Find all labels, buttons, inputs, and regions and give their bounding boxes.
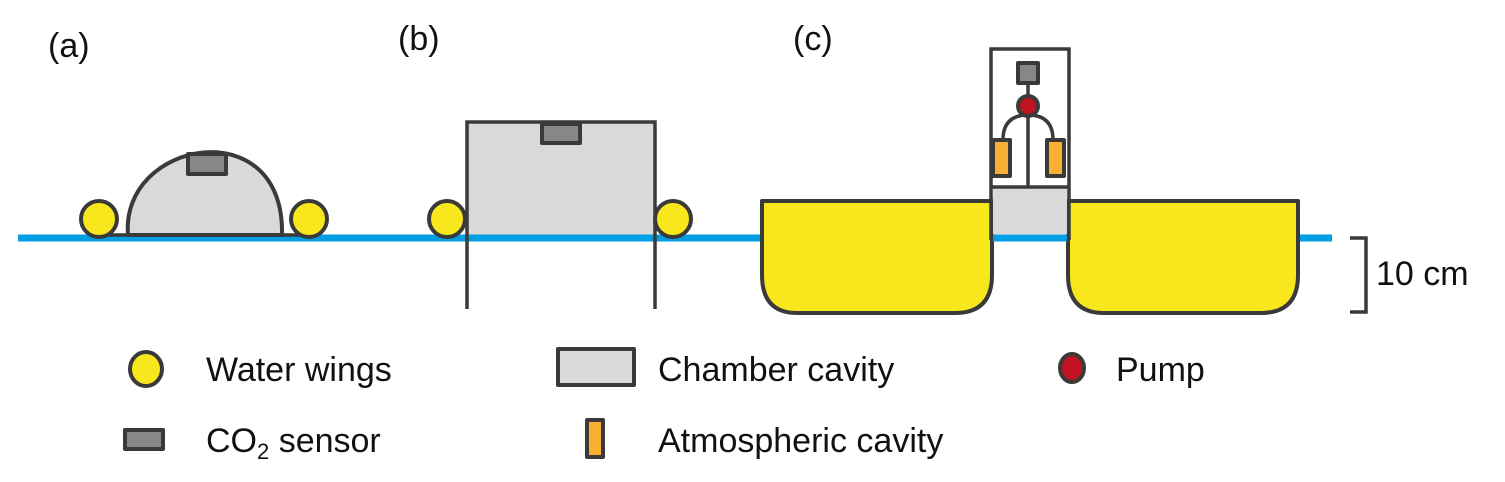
legend: Water wings Chamber cavity Pump CO2 sens…	[123, 347, 1205, 464]
co2-sensor-b	[540, 122, 582, 145]
atmospheric-cavity-left	[991, 138, 1012, 178]
co2-sensor-swatch-icon	[123, 428, 165, 451]
legend-label-chamber-cavity: Chamber cavity	[658, 351, 894, 389]
water-wing-right-a	[289, 199, 329, 239]
scale-bracket	[1350, 236, 1368, 314]
legend-item-chamber-cavity: Chamber cavity	[556, 347, 894, 389]
legend-item-pump: Pump	[1058, 351, 1205, 389]
panel-label-a: (a)	[48, 27, 90, 65]
panel-b-box-chamber	[427, 120, 693, 309]
pump-swatch-icon	[1058, 352, 1086, 384]
scale-label: 10 cm	[1376, 255, 1469, 293]
pump-c	[1016, 94, 1040, 118]
legend-label-pump: Pump	[1116, 351, 1205, 389]
legend-item-co2-sensor: CO2 sensor	[123, 422, 381, 464]
panel-a-dome-chamber	[79, 150, 329, 239]
water-wings-swatch-icon	[128, 350, 164, 388]
legend-item-atmospheric-cavity: Atmospheric cavity	[585, 418, 943, 460]
panel-label-b: (b)	[398, 20, 440, 58]
water-wing-right-b	[653, 199, 693, 239]
scale-bar: 10 cm	[1350, 236, 1469, 314]
legend-label-atmospheric-cavity: Atmospheric cavity	[658, 422, 943, 460]
float-right	[1066, 199, 1300, 315]
atmospheric-cavity-right	[1045, 138, 1066, 178]
legend-label-co2-sensor: CO2 sensor	[206, 422, 381, 464]
co2-sensor-a	[186, 152, 228, 176]
chamber-cavity-c	[993, 188, 1067, 234]
water-wing-left-a	[79, 199, 119, 239]
chamber-cavity-swatch-icon	[556, 347, 636, 387]
legend-item-water-wings: Water wings	[128, 350, 392, 389]
co2-sensor-c	[1016, 61, 1040, 85]
panel-label-c: (c)	[793, 20, 833, 58]
atmospheric-cavity-swatch-icon	[585, 418, 605, 459]
panel-c-floating-chamber	[760, 47, 1300, 315]
water-wing-left-b	[427, 199, 467, 239]
legend-label-water-wings: Water wings	[206, 351, 392, 389]
float-left	[760, 199, 994, 315]
